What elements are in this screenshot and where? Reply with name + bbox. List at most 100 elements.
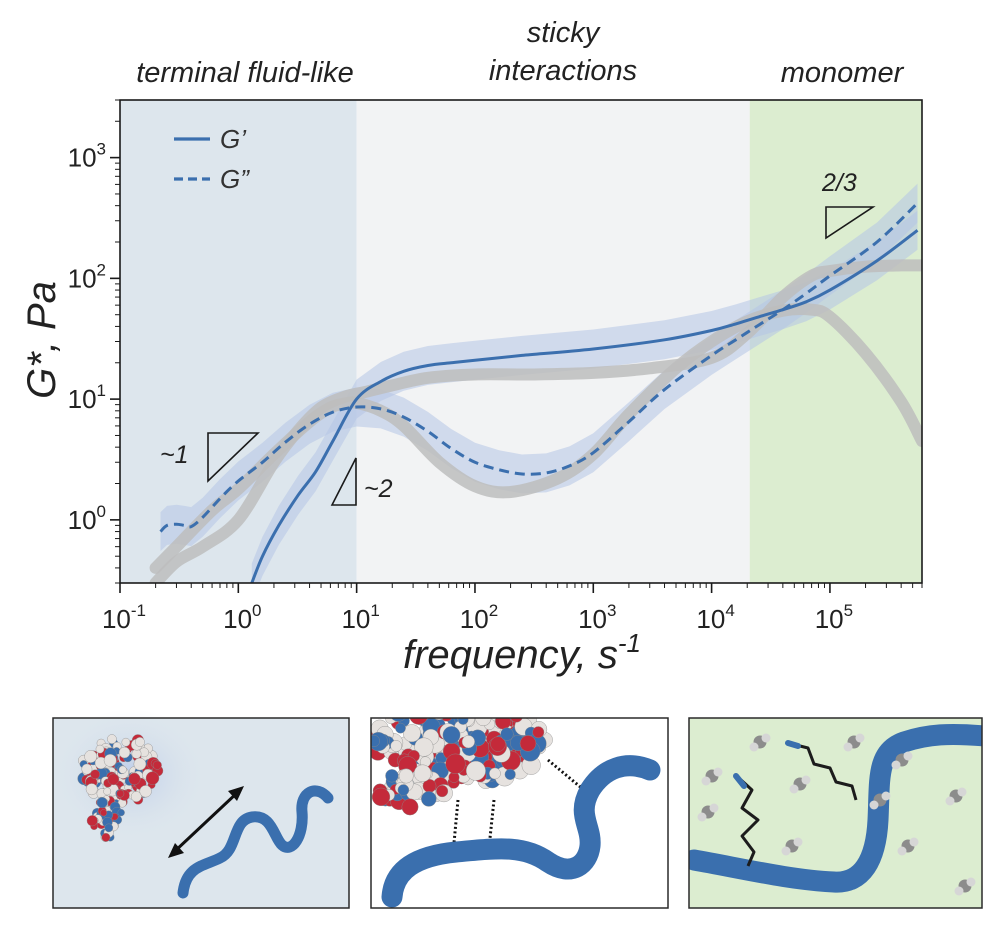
protein-atom	[402, 705, 413, 716]
arrow-head-upper-icon	[228, 786, 244, 801]
panel-sticky-interactions	[370, 695, 669, 909]
protein-atom	[371, 735, 380, 747]
x-tick-label-1: 100	[223, 601, 261, 634]
solvent-molecule	[843, 733, 865, 752]
confidence-band-2	[160, 183, 918, 551]
slope-label-2: ~2	[364, 475, 393, 503]
protein-atom	[429, 701, 440, 712]
x-tick-label-6: 105	[815, 601, 853, 634]
protein-atom	[152, 760, 162, 770]
solvent-molecule	[869, 791, 891, 810]
confidence-bands	[160, 183, 918, 583]
x-tick-label-3: 102	[460, 601, 498, 634]
monomer-end-groups	[733, 740, 801, 789]
protein-atom	[428, 695, 448, 715]
solvent-molecule	[945, 787, 967, 806]
protein-atom	[416, 699, 429, 712]
protein-atom	[532, 726, 545, 739]
protein-atom	[385, 769, 399, 783]
protein-atom	[414, 737, 434, 757]
legend: G’ G”	[174, 124, 250, 194]
polymer-chain-monomer	[689, 723, 982, 893]
panel-terminal-fluid	[52, 709, 350, 909]
protein-atom	[391, 718, 406, 722]
protein-atom	[117, 808, 125, 817]
protein-atom	[133, 757, 147, 771]
protein-atom	[421, 791, 437, 807]
region-label-monomer: monomer	[781, 57, 905, 89]
protein-atom	[442, 726, 461, 744]
monomer-chain-2	[791, 742, 858, 801]
protein-atom	[519, 735, 537, 752]
series-line-g-prime	[250, 229, 919, 583]
protein-atom	[107, 734, 117, 744]
protein-atom	[440, 718, 453, 722]
protein-atom	[475, 718, 492, 726]
panel-frame-sticky	[370, 717, 669, 909]
protein-atom	[495, 718, 512, 730]
protein-atom	[128, 772, 141, 786]
solvent-molecule	[897, 837, 919, 856]
region-label-terminal-fluid-like: terminal fluid-like	[136, 57, 354, 89]
x-tick-label-0: 10-1	[102, 601, 146, 634]
protein-atom	[414, 718, 424, 720]
protein-atom	[139, 785, 152, 798]
solvent-molecule	[781, 837, 803, 856]
y-axis-title: G*, Pa	[20, 281, 64, 399]
panel-monomer	[688, 717, 983, 909]
protein-atom	[510, 718, 523, 723]
protein-atom	[402, 724, 421, 743]
end-group-2	[785, 740, 801, 749]
bond-2	[488, 799, 496, 839]
protein-atom	[134, 737, 145, 747]
y-tick-label-1: 101	[68, 381, 106, 414]
protein-atom	[100, 809, 108, 817]
x-tick-label-2: 101	[341, 601, 379, 634]
arrow-head-lower-icon	[168, 843, 184, 858]
protein-atom	[85, 783, 98, 796]
slope-label-1: ~1	[160, 441, 189, 469]
protein-atom	[477, 700, 492, 715]
protein-atom	[371, 787, 391, 806]
slope-triangle-2	[330, 457, 357, 506]
legend-label-g-double-prime: G”	[220, 164, 250, 194]
protein-atom	[489, 767, 501, 780]
solvent-molecules	[697, 733, 976, 896]
protein-atom	[461, 735, 475, 749]
hydrogen-bonds	[452, 758, 585, 844]
protein-atom	[480, 697, 498, 715]
x-axis-title: frequency, s-1	[403, 628, 641, 677]
region-background-3	[749, 100, 922, 583]
series-line-g-double-prime	[159, 202, 919, 533]
protein-atom	[429, 700, 444, 715]
protein-atom	[401, 798, 419, 816]
panel-frame-fluid	[52, 717, 350, 909]
solvent-molecule	[954, 877, 976, 896]
protein-atom	[476, 702, 486, 712]
protein-cluster	[77, 734, 164, 842]
data-series	[159, 202, 919, 583]
protein-atom	[90, 769, 100, 780]
protein-atom	[397, 784, 410, 796]
protein-atom	[103, 787, 112, 796]
end-group-1	[733, 773, 747, 789]
protein-atom	[436, 785, 449, 798]
protein-atom	[504, 768, 516, 780]
protein-atom	[390, 740, 403, 752]
protein-atom	[104, 823, 114, 833]
protein-atom	[96, 797, 108, 809]
x-tick-label-5: 104	[696, 601, 734, 634]
slope-triangle-1	[207, 432, 260, 483]
protein-atom	[409, 718, 428, 725]
confidence-band-1	[251, 210, 918, 583]
monomer-chain-1	[738, 777, 760, 867]
protein-atom	[95, 744, 105, 754]
panel-frame-monomer	[688, 717, 983, 909]
protein-atom	[477, 700, 494, 717]
protein-atom	[500, 727, 514, 741]
protein-atom	[84, 750, 98, 763]
